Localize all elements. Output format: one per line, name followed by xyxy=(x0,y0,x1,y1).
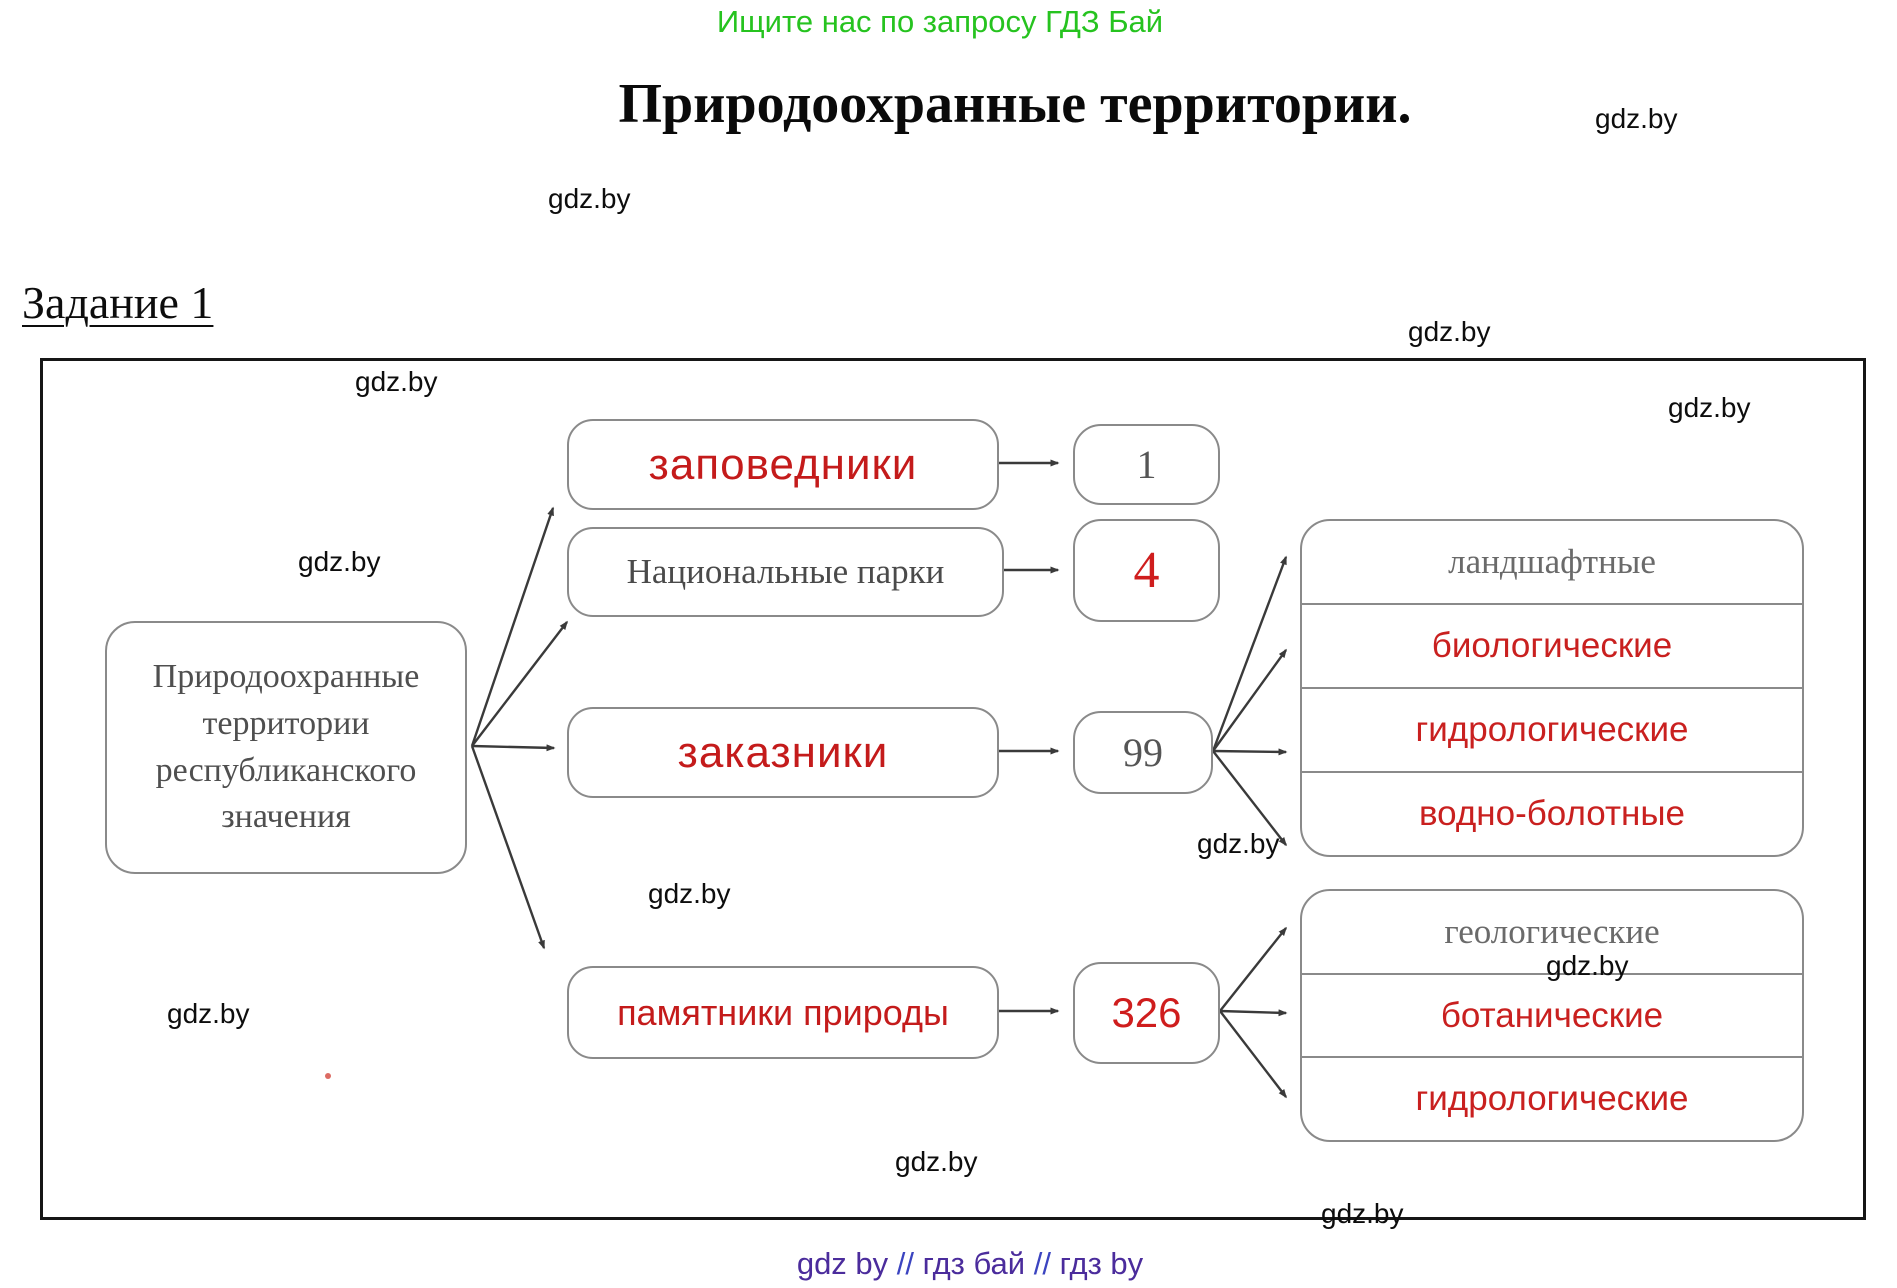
watermark-gdzby: gdz.by xyxy=(1321,1198,1404,1229)
watermark-gdzby: gdz.by xyxy=(648,878,731,909)
subtype-row: ботанические xyxy=(1302,972,1802,1057)
watermark-gdzby: gdz.by xyxy=(1408,316,1491,347)
count-zakazniki: 99 xyxy=(1073,711,1213,794)
watermark-gdzby: gdz.by xyxy=(1668,392,1751,423)
branch-nature-monuments: памятники природы xyxy=(567,966,999,1059)
page-title: Природоохранные территории. xyxy=(618,73,1412,135)
watermark-gdzby: gdz.by xyxy=(1546,950,1629,981)
watermark-gdzby: gdz.by xyxy=(167,998,250,1029)
footer-line: gdz by // гдз бай // гдз by xyxy=(470,1246,1470,1282)
scan-artifact-dot xyxy=(325,1073,331,1079)
promo-banner: Ищите нас по запросу ГДЗ Бай xyxy=(716,4,1164,39)
count-zapovedniki: 1 xyxy=(1073,424,1220,505)
subtype-row: биологические xyxy=(1302,603,1802,687)
footer-part: гдз бай xyxy=(922,1246,1026,1281)
watermark-gdzby: gdz.by xyxy=(1197,828,1280,859)
watermark-gdzby: gdz.by xyxy=(895,1146,978,1177)
subtype-row: гидрологические xyxy=(1302,1056,1802,1140)
root-node: Природоохранные территории республиканск… xyxy=(105,621,467,874)
subtype-row: водно-болотные xyxy=(1302,771,1802,855)
monuments-subtypes-group: геологические ботанические гидрологическ… xyxy=(1300,889,1804,1142)
zakazniki-subtypes-group: ландшафтные биологические гидрологически… xyxy=(1300,519,1804,857)
branch-zapovedniki: заповедники xyxy=(567,419,999,510)
branch-zakazniki: заказники xyxy=(567,707,999,798)
watermark-gdzby: gdz.by xyxy=(1595,103,1678,134)
footer-part: gdz by xyxy=(796,1246,889,1281)
watermark-gdzby: gdz.by xyxy=(298,546,381,577)
subtype-row: геологические xyxy=(1444,911,1660,951)
footer-separator: // xyxy=(1033,1246,1051,1281)
branch-national-parks: Национальные парки xyxy=(567,527,1004,617)
count-national-parks: 4 xyxy=(1073,519,1220,622)
footer-separator: // xyxy=(896,1246,915,1281)
footer-part: гдз by xyxy=(1059,1246,1144,1281)
watermark-gdzby: gdz.by xyxy=(548,183,631,214)
subtype-row: гидрологические xyxy=(1302,687,1802,771)
watermark-gdzby: gdz.by xyxy=(355,366,438,397)
task-heading: Задание 1 xyxy=(22,277,214,328)
subtype-row: ландшафтные xyxy=(1448,542,1656,581)
count-nature-monuments: 326 xyxy=(1073,962,1220,1064)
